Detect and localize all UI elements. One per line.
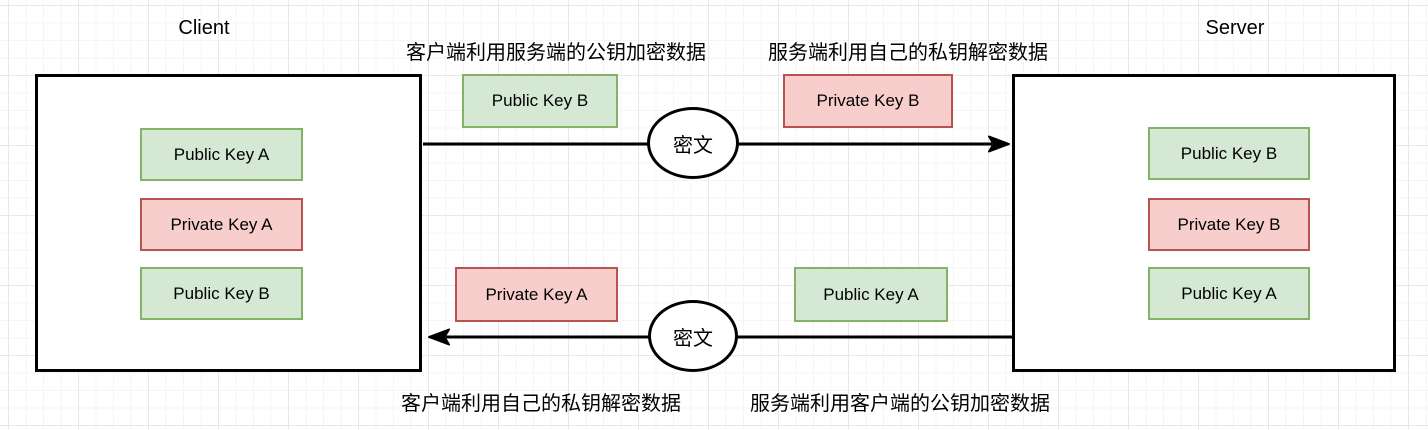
server-key-private-b: Private Key B [1148, 198, 1310, 251]
server-key-public-a: Public Key A [1148, 267, 1310, 320]
annotation-client-encrypts: 客户端利用服务端的公钥加密数据 [406, 42, 706, 64]
server-key-public-b: Public Key B [1148, 127, 1310, 180]
annotation-server-encrypts: 服务端利用客户端的公钥加密数据 [750, 393, 1050, 415]
bottom-cipher-node: 密文 [648, 300, 738, 372]
top-flow-encrypt-key: Public Key B [462, 74, 618, 128]
client-title: Client [178, 17, 230, 39]
client-key-public-b: Public Key B [140, 267, 303, 320]
top-flow-decrypt-key: Private Key B [783, 74, 953, 128]
server-title: Server [1205, 17, 1265, 39]
annotation-client-decrypts: 客户端利用自己的私钥解密数据 [401, 393, 681, 415]
client-key-private-a: Private Key A [140, 198, 303, 251]
annotation-server-decrypts: 服务端利用自己的私钥解密数据 [768, 42, 1048, 64]
client-key-public-a: Public Key A [140, 128, 303, 181]
top-cipher-node: 密文 [647, 107, 739, 179]
bottom-flow-decrypt-key: Private Key A [455, 267, 618, 322]
bottom-flow-encrypt-key: Public Key A [794, 267, 948, 322]
